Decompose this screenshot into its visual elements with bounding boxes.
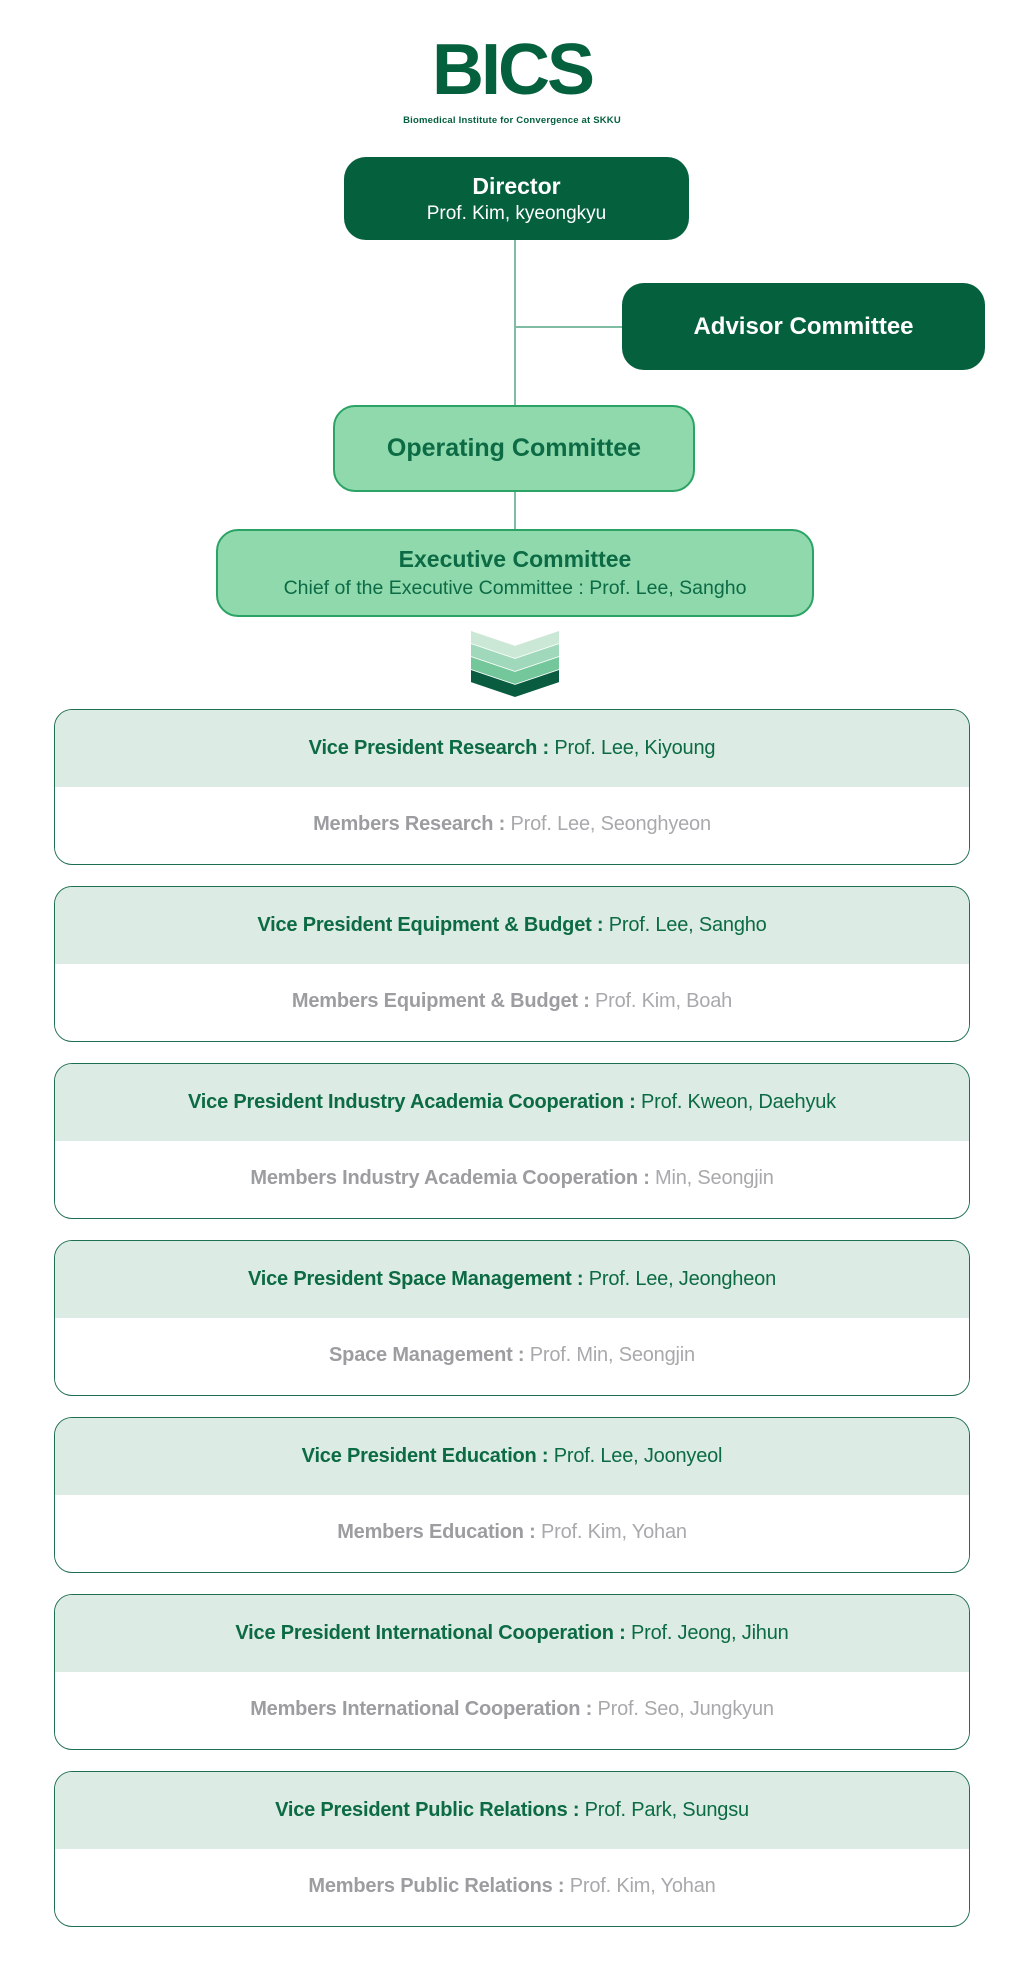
vp-name: Prof. Lee, Joonyeol [553, 1444, 723, 1467]
vp-label: Vice President Research : [308, 736, 550, 759]
down-chevron-icon [471, 631, 559, 698]
connector-director-to-operating [514, 240, 516, 405]
members-row: Members International Cooperation : Prof… [55, 1671, 969, 1748]
department-card-equipment-budget: Vice President Equipment & Budget : Prof… [54, 886, 970, 1042]
vp-label: Vice President Education : [301, 1444, 549, 1467]
department-card-research: Vice President Research : Prof. Lee, Kiy… [54, 709, 970, 865]
executive-committee-title: Executive Committee [398, 546, 632, 572]
members-name: Prof. Kim, Yohan [541, 1521, 687, 1544]
members-row: Members Equipment & Budget : Prof. Kim, … [55, 963, 969, 1040]
department-card-education: Vice President Education : Prof. Lee, Jo… [54, 1417, 970, 1573]
logo-tagline: Biomedical Institute for Convergence at … [403, 115, 621, 126]
department-card-space-management: Vice President Space Management : Prof. … [54, 1240, 970, 1396]
members-row: Space Management : Prof. Min, Seongjin [55, 1317, 969, 1394]
members-label: Members Education : [337, 1521, 536, 1544]
vp-row: Vice President Public Relations : Prof. … [55, 1772, 969, 1849]
members-label: Members International Cooperation : [250, 1698, 593, 1721]
vp-name: Prof. Jeong, Jihun [630, 1621, 789, 1644]
connector-to-advisor [515, 326, 622, 328]
members-row: Members Research : Prof. Lee, Seonghyeon [55, 786, 969, 863]
vp-row: Vice President Industry Academia Coopera… [55, 1064, 969, 1141]
director-name: Prof. Kim, kyeongkyu [426, 202, 607, 224]
director-box: Director Prof. Kim, kyeongkyu [344, 157, 689, 240]
members-row: Members Industry Academia Cooperation : … [55, 1140, 969, 1217]
vp-row: Vice President Research : Prof. Lee, Kiy… [55, 710, 969, 787]
members-label: Members Research : [313, 813, 506, 836]
vp-label: Vice President International Cooperation… [235, 1621, 626, 1644]
members-label: Members Equipment & Budget : [291, 990, 590, 1013]
operating-committee-title: Operating Committee [386, 434, 642, 462]
logo: BICS Biomedical Institute for Convergenc… [0, 0, 1024, 126]
department-card-public-relations: Vice President Public Relations : Prof. … [54, 1771, 970, 1927]
members-label: Members Industry Academia Cooperation : [250, 1167, 650, 1190]
vp-label: Vice President Space Management : [247, 1267, 584, 1290]
members-name: Prof. Kim, Yohan [569, 1875, 716, 1898]
members-label: Space Management : [329, 1344, 525, 1367]
vp-row: Vice President Equipment & Budget : Prof… [55, 887, 969, 964]
vp-label: Vice President Equipment & Budget : [257, 913, 604, 936]
advisor-committee-title: Advisor Committee [693, 312, 914, 340]
vp-label: Vice President Public Relations : [275, 1798, 580, 1821]
vp-label: Vice President Industry Academia Coopera… [188, 1090, 636, 1113]
logo-wordmark: BICS [431, 30, 595, 110]
operating-committee-box: Operating Committee [333, 405, 695, 492]
members-name: Prof. Min, Seongjin [529, 1344, 695, 1367]
members-name: Prof. Lee, Seonghyeon [510, 813, 712, 836]
members-name: Prof. Kim, Boah [595, 990, 733, 1013]
vp-name: Prof. Lee, Kiyoung [554, 736, 716, 759]
members-row: Members Education : Prof. Kim, Yohan [55, 1494, 969, 1571]
executive-committee-chief: Chief of the Executive Committee : Prof.… [283, 577, 747, 599]
members-label: Members Public Relations : [308, 1875, 565, 1898]
vp-name: Prof. Kweon, Daehyuk [640, 1090, 836, 1113]
vp-row: Vice President International Cooperation… [55, 1595, 969, 1672]
members-name: Prof. Seo, Jungkyun [597, 1698, 774, 1721]
executive-committee-box: Executive Committee Chief of the Executi… [216, 529, 814, 617]
members-row: Members Public Relations : Prof. Kim, Yo… [55, 1848, 969, 1925]
vp-name: Prof. Lee, Jeongheon [588, 1267, 776, 1290]
vp-name: Prof. Park, Sungsu [584, 1798, 749, 1821]
director-title: Director [472, 172, 561, 199]
vp-row: Vice President Space Management : Prof. … [55, 1241, 969, 1318]
advisor-committee-box: Advisor Committee [622, 283, 985, 370]
members-name: Min, Seongjin [655, 1167, 774, 1190]
department-card-industry-academia: Vice President Industry Academia Coopera… [54, 1063, 970, 1219]
connector-operating-to-executive [514, 492, 516, 529]
vp-name: Prof. Lee, Sangho [608, 913, 767, 936]
vp-row: Vice President Education : Prof. Lee, Jo… [55, 1418, 969, 1495]
department-card-international: Vice President International Cooperation… [54, 1594, 970, 1750]
